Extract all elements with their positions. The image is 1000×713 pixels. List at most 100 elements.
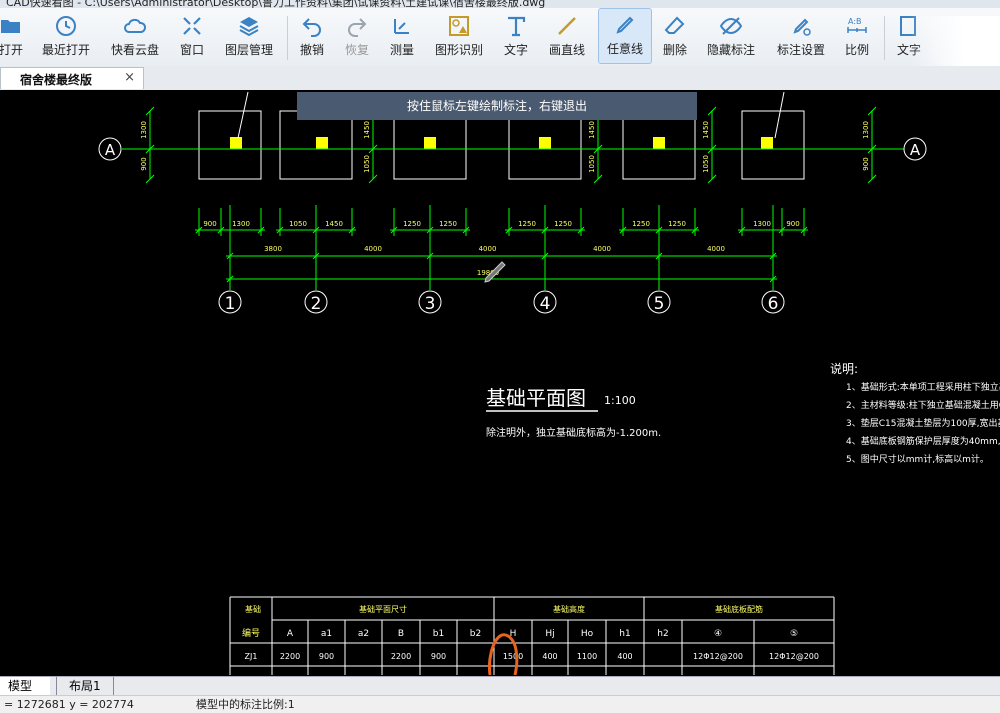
cursor-coordinates: = 1272681 y = 202774 — [4, 698, 134, 711]
notes-list: 1、基础形式:本单项工程采用柱下独立基础。2、主材料等级:柱下独立基础混凝土用C… — [846, 381, 1000, 465]
shape-recognize-button[interactable]: 图形识别 — [431, 8, 487, 64]
axis-number: 2 — [311, 294, 322, 314]
layers-icon — [239, 17, 259, 37]
drawing-canvas[interactable]: 1300900130090014501050145010501450105090… — [0, 90, 1000, 675]
dim-tick — [426, 252, 434, 260]
table-col-header: ④ — [714, 629, 722, 639]
table-cell: 1500 — [503, 652, 523, 661]
measure-button[interactable]: 测量 — [385, 8, 419, 64]
dim-text: 1300 — [232, 220, 250, 228]
dim-tick — [778, 226, 786, 234]
dim-tick — [226, 275, 234, 283]
span-text: 4000 — [364, 245, 382, 253]
clock-icon — [56, 16, 76, 36]
dim-tick — [593, 144, 603, 154]
freehand-line-button[interactable]: 任意线 — [598, 8, 652, 64]
undo-button[interactable]: 撤销 — [296, 8, 328, 64]
dim-text: 1300 — [753, 220, 771, 228]
dim-text: 1250 — [668, 220, 686, 228]
cloud-icon — [124, 18, 147, 33]
layer-manager-button[interactable]: 图层管理 — [220, 8, 278, 64]
dim-text: 900 — [203, 220, 216, 228]
foundation-outline — [198, 110, 262, 180]
cloud-disk-button[interactable]: 快看云盘 — [108, 8, 162, 64]
window-button[interactable]: 窗口 — [176, 8, 208, 64]
dim-tick — [541, 252, 549, 260]
note-line: 2、主材料等级:柱下独立基础混凝土用C25 — [846, 399, 1000, 411]
span-text: 4000 — [707, 245, 725, 253]
table-cell: 2200 — [280, 652, 300, 661]
dim-tick — [462, 226, 470, 234]
table-cell: 400 — [617, 652, 632, 661]
tab-model[interactable]: 模型 — [0, 677, 50, 695]
text-button[interactable]: 文字 — [500, 8, 532, 64]
dim-tick — [368, 174, 378, 184]
hide-annotation-button[interactable]: 隐藏标注 — [703, 8, 759, 64]
span-text: 4000 — [593, 245, 611, 253]
dim-tick — [368, 144, 378, 154]
notes-title: 说明: — [830, 361, 858, 376]
dim-tick — [257, 226, 265, 234]
axis-letter: A — [105, 141, 116, 159]
redo-button[interactable]: 恢复 — [341, 8, 373, 64]
recent-open-button[interactable]: 最近打开 — [38, 8, 94, 64]
table-col-header: h2 — [657, 629, 668, 639]
table-col-header: Hj — [545, 629, 554, 639]
axis-number: 5 — [654, 294, 665, 314]
axis-bubble — [647, 290, 671, 314]
folder-open-icon — [1, 20, 20, 33]
annotation-settings-button[interactable]: 标注设置 — [771, 8, 831, 64]
close-tab-icon[interactable]: × — [124, 70, 135, 85]
axis-bubble — [304, 290, 328, 314]
column-section — [230, 137, 242, 149]
eraser-icon — [664, 16, 685, 34]
draw-line-button[interactable]: 画直线 — [544, 8, 590, 64]
dim-text: 1300 — [862, 121, 870, 139]
scale-button[interactable]: A:B 比例 — [840, 8, 874, 64]
axis-letter: A — [910, 141, 921, 159]
table-col-header: ⑤ — [790, 629, 798, 639]
span-text: 3800 — [264, 245, 282, 253]
delete-button[interactable]: 删除 — [659, 8, 691, 64]
dim-text: 1250 — [518, 220, 536, 228]
axis-bubble — [218, 290, 242, 314]
scale-icon: A:B — [847, 17, 867, 33]
redo-icon — [348, 18, 367, 37]
axis-bubble — [98, 137, 122, 161]
tab-layout1[interactable]: 布局1 — [56, 677, 114, 695]
foundation-outline — [741, 110, 805, 180]
dim-text: 1300 — [140, 121, 148, 139]
open-button[interactable]: 打开 — [0, 8, 30, 64]
dim-tick — [867, 144, 877, 154]
toolbar-overflow-fade — [910, 16, 1000, 74]
dim-tick — [390, 226, 398, 234]
column-section — [653, 137, 665, 149]
column-section — [539, 137, 551, 149]
table-cell: 12Φ12@200 — [769, 652, 819, 661]
column-section — [761, 137, 773, 149]
plan-title: 基础平面图 — [486, 386, 586, 410]
dim-tick — [145, 144, 155, 154]
dim-text: 1050 — [588, 155, 596, 173]
table-col-header: B — [398, 629, 404, 639]
document-tab[interactable]: 宿舍楼最终版 × — [0, 67, 144, 89]
toolbar-separator — [884, 16, 885, 60]
dim-text: 1250 — [403, 220, 421, 228]
dim-text: 1450 — [363, 121, 371, 139]
document-tab-label: 宿舍楼最终版 — [20, 73, 93, 87]
dim-text: 900 — [862, 157, 870, 170]
dim-tick — [577, 226, 585, 234]
hint-banner: 按住鼠标左键绘制标注，右键退出 — [297, 92, 697, 120]
dim-tick — [541, 226, 549, 234]
dim-tick — [707, 174, 717, 184]
title-bar: CAD快速看图 - C:\Users\Administrator\Desktop… — [0, 0, 1000, 8]
dim-text: 1450 — [702, 121, 710, 139]
column-section — [316, 137, 328, 149]
table-group-header: 基础平面尺寸 — [359, 604, 407, 614]
table-col-header: 编号 — [242, 627, 260, 639]
column-section — [424, 137, 436, 149]
dim-tick — [738, 226, 746, 234]
table-col-header: a1 — [321, 629, 332, 639]
axis-number: 1 — [225, 294, 236, 314]
dim-tick — [145, 106, 155, 116]
